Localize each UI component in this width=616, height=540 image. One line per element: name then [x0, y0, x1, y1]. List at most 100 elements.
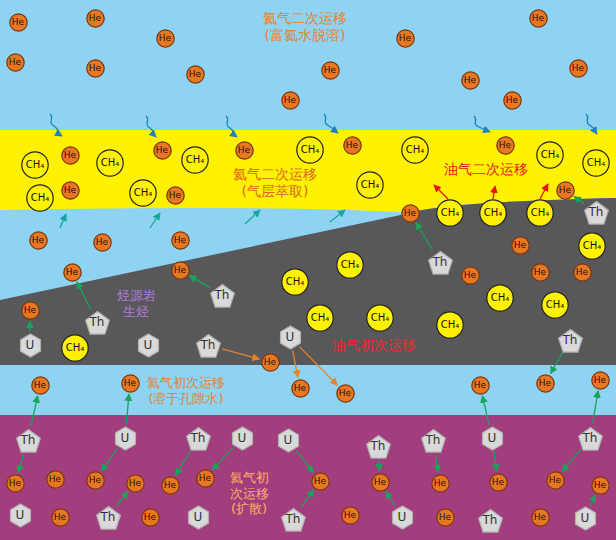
- element-symbol: CH₄: [484, 208, 503, 218]
- element-symbol: He: [169, 191, 181, 200]
- element-symbol: CH₄: [441, 208, 460, 218]
- uranium-element: U: [113, 426, 138, 451]
- node-shape: [436, 508, 453, 525]
- helium-atom: He: [461, 266, 480, 285]
- element-symbol: He: [129, 479, 141, 488]
- migration-arrow: [494, 451, 497, 471]
- helium-atom: He: [496, 136, 515, 155]
- methane-molecule: CH₄: [436, 199, 464, 227]
- element-symbol: U: [194, 511, 203, 523]
- process-annotation: 氦气初次运移 (溶于孔隙水): [142, 375, 230, 406]
- node-shape: [51, 508, 68, 525]
- node-shape: [22, 152, 48, 178]
- node-shape: [297, 137, 323, 163]
- node-shape: [182, 147, 208, 173]
- node-shape: [235, 141, 252, 158]
- node-shape: [546, 471, 563, 488]
- element-symbol: He: [12, 18, 24, 27]
- node-shape: [141, 508, 158, 525]
- uranium-element: U: [186, 505, 211, 530]
- node-shape: [86, 9, 103, 26]
- element-symbol: CH₄: [341, 260, 360, 270]
- uranium-element: U: [8, 503, 33, 528]
- node-shape: [578, 427, 602, 450]
- methane-molecule: CH₄: [436, 311, 464, 339]
- migration-arrow: [189, 276, 209, 288]
- process-annotation: 油气二次运移: [436, 161, 536, 178]
- helium-atom: He: [531, 263, 550, 282]
- node-shape: [307, 305, 333, 331]
- thorium-element: Th: [365, 433, 392, 460]
- element-symbol: He: [189, 70, 201, 79]
- node-shape: [575, 507, 595, 530]
- node-shape: [138, 334, 158, 357]
- node-shape: [21, 301, 38, 318]
- element-symbol: He: [539, 379, 551, 388]
- helium-atom: He: [546, 471, 565, 490]
- helium-atom: He: [311, 472, 330, 491]
- node-shape: [161, 476, 178, 493]
- element-symbol: He: [264, 358, 276, 367]
- element-symbol: CH₄: [311, 313, 330, 323]
- helium-atom: He: [396, 29, 415, 48]
- helium-atom: He: [121, 374, 140, 393]
- node-shape: [16, 429, 40, 452]
- thorium-element: Th: [420, 427, 447, 454]
- node-shape: [371, 473, 388, 490]
- node-shape: [496, 136, 513, 153]
- helium-atom: He: [591, 371, 610, 390]
- migration-arrow: [126, 394, 129, 425]
- element-symbol: He: [66, 268, 78, 277]
- element-symbol: CH₄: [31, 193, 50, 203]
- element-symbol: He: [89, 476, 101, 485]
- helium-atom: He: [29, 231, 48, 250]
- methane-molecule: CH₄: [541, 291, 569, 319]
- node-shape: [261, 353, 278, 370]
- node-shape: [6, 474, 23, 491]
- helium-atom: He: [461, 71, 480, 90]
- methane-molecule: CH₄: [582, 149, 610, 177]
- helium-atom: He: [503, 91, 522, 110]
- migration-arrow: [562, 449, 581, 471]
- helium-atom: He: [186, 65, 205, 84]
- element-symbol: He: [49, 475, 61, 484]
- element-symbol: He: [124, 379, 136, 388]
- element-symbol: He: [238, 146, 250, 155]
- element-symbol: Th: [286, 513, 301, 525]
- helium-atom: He: [261, 353, 280, 372]
- helium-atom: He: [436, 508, 455, 527]
- methane-molecule: CH₄: [26, 184, 54, 212]
- node-shape: [511, 236, 528, 253]
- helium-atom: He: [46, 470, 65, 489]
- thorium-element: Th: [477, 507, 504, 534]
- node-shape: [281, 508, 305, 531]
- element-symbol: He: [572, 64, 584, 73]
- element-symbol: CH₄: [26, 160, 45, 170]
- node-shape: [61, 181, 78, 198]
- element-symbol: CH₄: [406, 145, 425, 155]
- element-symbol: He: [399, 34, 411, 43]
- migration-arrow: [386, 491, 395, 505]
- node-shape: [579, 233, 605, 259]
- node-shape: [171, 231, 188, 248]
- element-symbol: Th: [433, 256, 448, 268]
- methane-molecule: CH₄: [181, 146, 209, 174]
- migration-arrow: [117, 492, 128, 506]
- node-shape: [171, 261, 188, 278]
- node-shape: [396, 29, 413, 46]
- migration-arrow: [293, 350, 298, 377]
- node-shape: [573, 263, 590, 280]
- thorium-element: Th: [209, 282, 236, 309]
- methane-molecule: CH₄: [129, 179, 157, 207]
- helium-atom: He: [511, 236, 530, 255]
- element-symbol: U: [238, 432, 247, 444]
- methane-molecule: CH₄: [96, 149, 124, 177]
- node-shape: [591, 371, 608, 388]
- helium-atom: He: [529, 9, 548, 28]
- thorium-element: Th: [15, 427, 42, 454]
- migration-arrow: [299, 347, 337, 386]
- migration-arrow: [77, 282, 91, 309]
- element-symbol: He: [374, 478, 386, 487]
- thorium-element: Th: [84, 309, 111, 336]
